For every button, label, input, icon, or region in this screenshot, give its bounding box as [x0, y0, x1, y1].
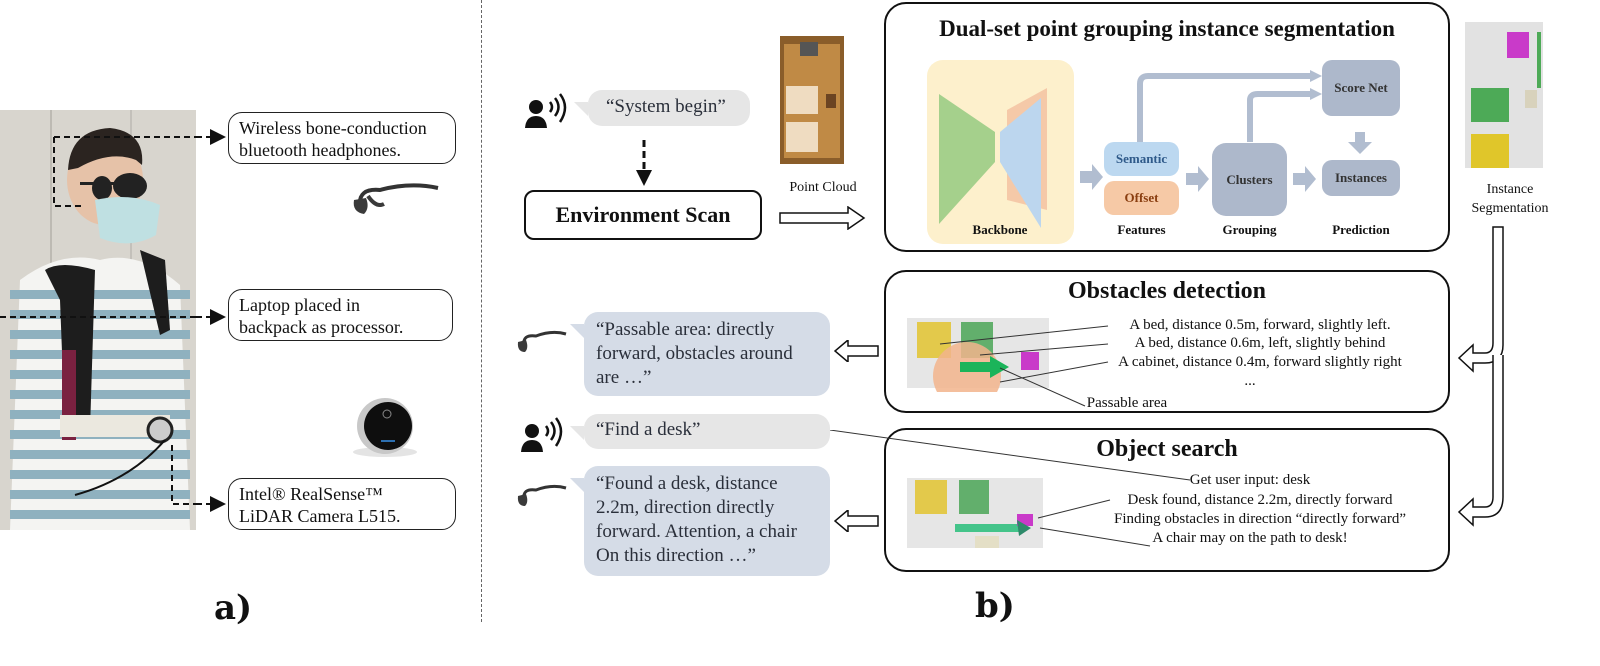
callout-lidar-camera: Intel® RealSense™ LiDAR Camera L515. [228, 478, 456, 530]
point-cloud-image [780, 36, 844, 164]
semantic-node: Semantic [1104, 142, 1179, 176]
offset-node: Offset [1104, 181, 1179, 215]
panel-b-label: b) [975, 586, 1015, 626]
headphones-icon [517, 484, 567, 506]
offset-label: Offset [1124, 190, 1159, 205]
search-line-4: A chair may on the path to desk! [1152, 530, 1348, 546]
callout-text: Laptop placed in [239, 295, 360, 315]
search-line-1: Get user input: desk [1189, 472, 1311, 488]
point-cloud-label: Point Cloud [789, 180, 857, 195]
score-net-node: Score Net [1322, 60, 1400, 116]
callout-text: backpack as processor. [239, 317, 404, 337]
headphones-icon [517, 330, 567, 352]
bubble-line: forward, obstacles around [596, 343, 793, 364]
environment-scan-label: Environment Scan [555, 202, 731, 227]
instances-label: Instances [1334, 170, 1387, 185]
panel-a-label: a) [214, 588, 253, 628]
object-search-leader-lines [830, 430, 1191, 547]
callout-laptop: Laptop placed in backpack as processor. [228, 289, 453, 341]
bubble-line: forward. Attention, a chair [596, 521, 798, 542]
score-net-label: Score Net [1334, 80, 1388, 95]
callout-text: Intel® RealSense™ [239, 484, 383, 504]
callout-leaders [196, 129, 226, 512]
bubble-line: are …” [596, 367, 652, 388]
obstacle-map-image [907, 318, 1049, 392]
arrow-scorenet-to-instances [1348, 132, 1372, 154]
user-speaking-icon [521, 417, 563, 452]
bubble-text: “System begin” [606, 96, 726, 117]
grouping-label: Grouping [1222, 222, 1277, 237]
clusters-label: Clusters [1226, 171, 1273, 187]
search-line-2: Desk found, distance 2.2m, directly forw… [1127, 492, 1393, 508]
person-illustration [0, 110, 196, 530]
obstacle-line-ellipsis: ... [1244, 373, 1256, 389]
arrow-clusters-to-instances [1293, 166, 1316, 192]
down-arrow [636, 140, 652, 186]
obstacles-title: Obstacles detection [1068, 278, 1266, 304]
arrow-features-to-clusters [1186, 166, 1209, 192]
hollow-right-arrow [779, 206, 866, 230]
callout-headphones: Wireless bone-conduction bluetooth headp… [228, 112, 456, 164]
backbone-encoder-decoder [939, 88, 1047, 228]
instance-segmentation-label: Instance Segmentation [1455, 180, 1565, 218]
bubble-line: “Passable area: directly [596, 319, 775, 340]
panel-divider [481, 0, 482, 622]
skip-connections [1137, 70, 1322, 142]
obstacle-line-2: A bed, distance 0.6m, left, slightly beh… [1134, 335, 1386, 351]
bubble-text: “Find a desk” [596, 419, 701, 440]
user-speaking-icon [525, 93, 567, 128]
callout-text: LiDAR Camera L515. [239, 506, 401, 526]
hollow-branch-arrow [1457, 226, 1504, 527]
backbone-label: Backbone [972, 222, 1028, 237]
object-search-title: Object search [1096, 436, 1238, 462]
search-line-3: Finding obstacles in direction “directly… [1114, 511, 1406, 527]
semantic-label: Semantic [1115, 151, 1168, 166]
clusters-node: Clusters [1212, 143, 1287, 216]
label-line: Segmentation [1471, 201, 1549, 216]
arrow-backbone-to-features [1080, 164, 1103, 190]
hollow-left-arrow-obstacles [834, 340, 879, 362]
bubble-line: “Found a desk, distance [596, 473, 778, 494]
features-label: Features [1117, 222, 1166, 237]
object-search-map-image [907, 478, 1043, 548]
segmentation-title: Dual-set point grouping instance segment… [939, 16, 1395, 41]
instances-node: Instances [1322, 160, 1400, 196]
speech-bubble-system-begin: “System begin” [574, 90, 750, 126]
instance-segmentation-image [1465, 22, 1543, 168]
user-wearing-device-photo [0, 110, 196, 530]
response-bubble-passable: “Passable area: directly forward, obstac… [570, 312, 830, 396]
speech-bubble-find-desk: “Find a desk” [570, 414, 830, 449]
obstacle-line-1: A bed, distance 0.5m, forward, slightly … [1129, 317, 1391, 333]
obstacle-leader-lines [939, 325, 1109, 407]
headphones-product-icon [353, 183, 439, 214]
label-line: Instance [1486, 182, 1534, 197]
response-bubble-found-desk: “Found a desk, distance 2.2m, direction … [570, 466, 830, 576]
bubble-line: 2.2m, direction directly [596, 497, 775, 518]
passable-area-label: Passable area [1086, 395, 1168, 411]
lidar-camera-product-icon [353, 398, 417, 457]
prediction-label: Prediction [1332, 222, 1390, 237]
callout-text: bluetooth headphones. [239, 140, 401, 160]
callout-text: Wireless bone-conduction [239, 118, 427, 138]
obstacle-line-3: A cabinet, distance 0.4m, forward slight… [1118, 354, 1402, 370]
hollow-left-arrow-search [834, 510, 879, 532]
bubble-line: On this direction …” [596, 545, 756, 566]
environment-scan-box: Environment Scan [524, 190, 762, 240]
